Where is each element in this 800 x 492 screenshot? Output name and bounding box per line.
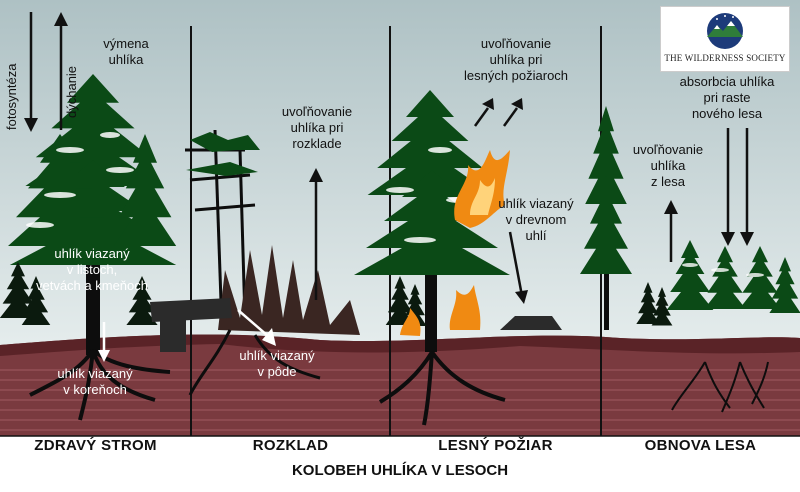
panel-title-healthy-tree: ZDRAVÝ STROM xyxy=(34,437,157,454)
panel-title-decomposition: ROZKLAD xyxy=(252,437,329,454)
mountain-logo-icon xyxy=(707,13,743,49)
regrowth-roots xyxy=(671,361,769,413)
charcoal-arrow xyxy=(508,231,528,304)
healthy-tree-roots xyxy=(29,348,171,421)
regrowth-trees xyxy=(580,106,800,330)
absorption-arrow-2 xyxy=(740,128,754,246)
soil-arrow xyxy=(237,309,276,346)
diagram-title: KOLOBEH UHLÍKA V LESOCH xyxy=(291,462,509,479)
panel-title-regrowth: OBNOVA LESA xyxy=(644,437,757,454)
wilderness-society-logo: THE WILDERNESS SOCIETY xyxy=(660,6,790,72)
fire-tree-roots xyxy=(378,350,506,426)
decaying-stumps xyxy=(218,245,360,335)
carbon-flow-arrows xyxy=(24,12,754,362)
panel-title-forest-fire: LESNÝ POŽIAR xyxy=(438,437,553,454)
forest-release-arrow xyxy=(664,200,678,262)
decomposition-roots xyxy=(188,329,321,396)
respiration-arrow xyxy=(54,12,68,130)
roots-arrow xyxy=(98,322,110,362)
fallen-logs xyxy=(150,298,232,352)
logo-wordmark: THE WILDERNESS SOCIETY xyxy=(664,53,786,63)
caption-band xyxy=(0,436,800,492)
photosynthesis-arrow xyxy=(24,12,38,132)
photosynthesis-label: fotosyntéza xyxy=(4,63,19,131)
respiration-label: dýchanie xyxy=(64,65,79,118)
soil-stripes xyxy=(0,369,800,431)
dead-tree-crown xyxy=(186,132,260,176)
fire-flame-highlights xyxy=(470,178,495,215)
charcoal-log xyxy=(500,316,562,330)
absorption-arrow-1 xyxy=(721,128,735,246)
decomp-release-arrow xyxy=(309,168,323,300)
fire-release-arrow-1 xyxy=(473,98,494,127)
healthy-tree xyxy=(0,74,177,421)
fire-release-arrow-2 xyxy=(502,98,523,127)
